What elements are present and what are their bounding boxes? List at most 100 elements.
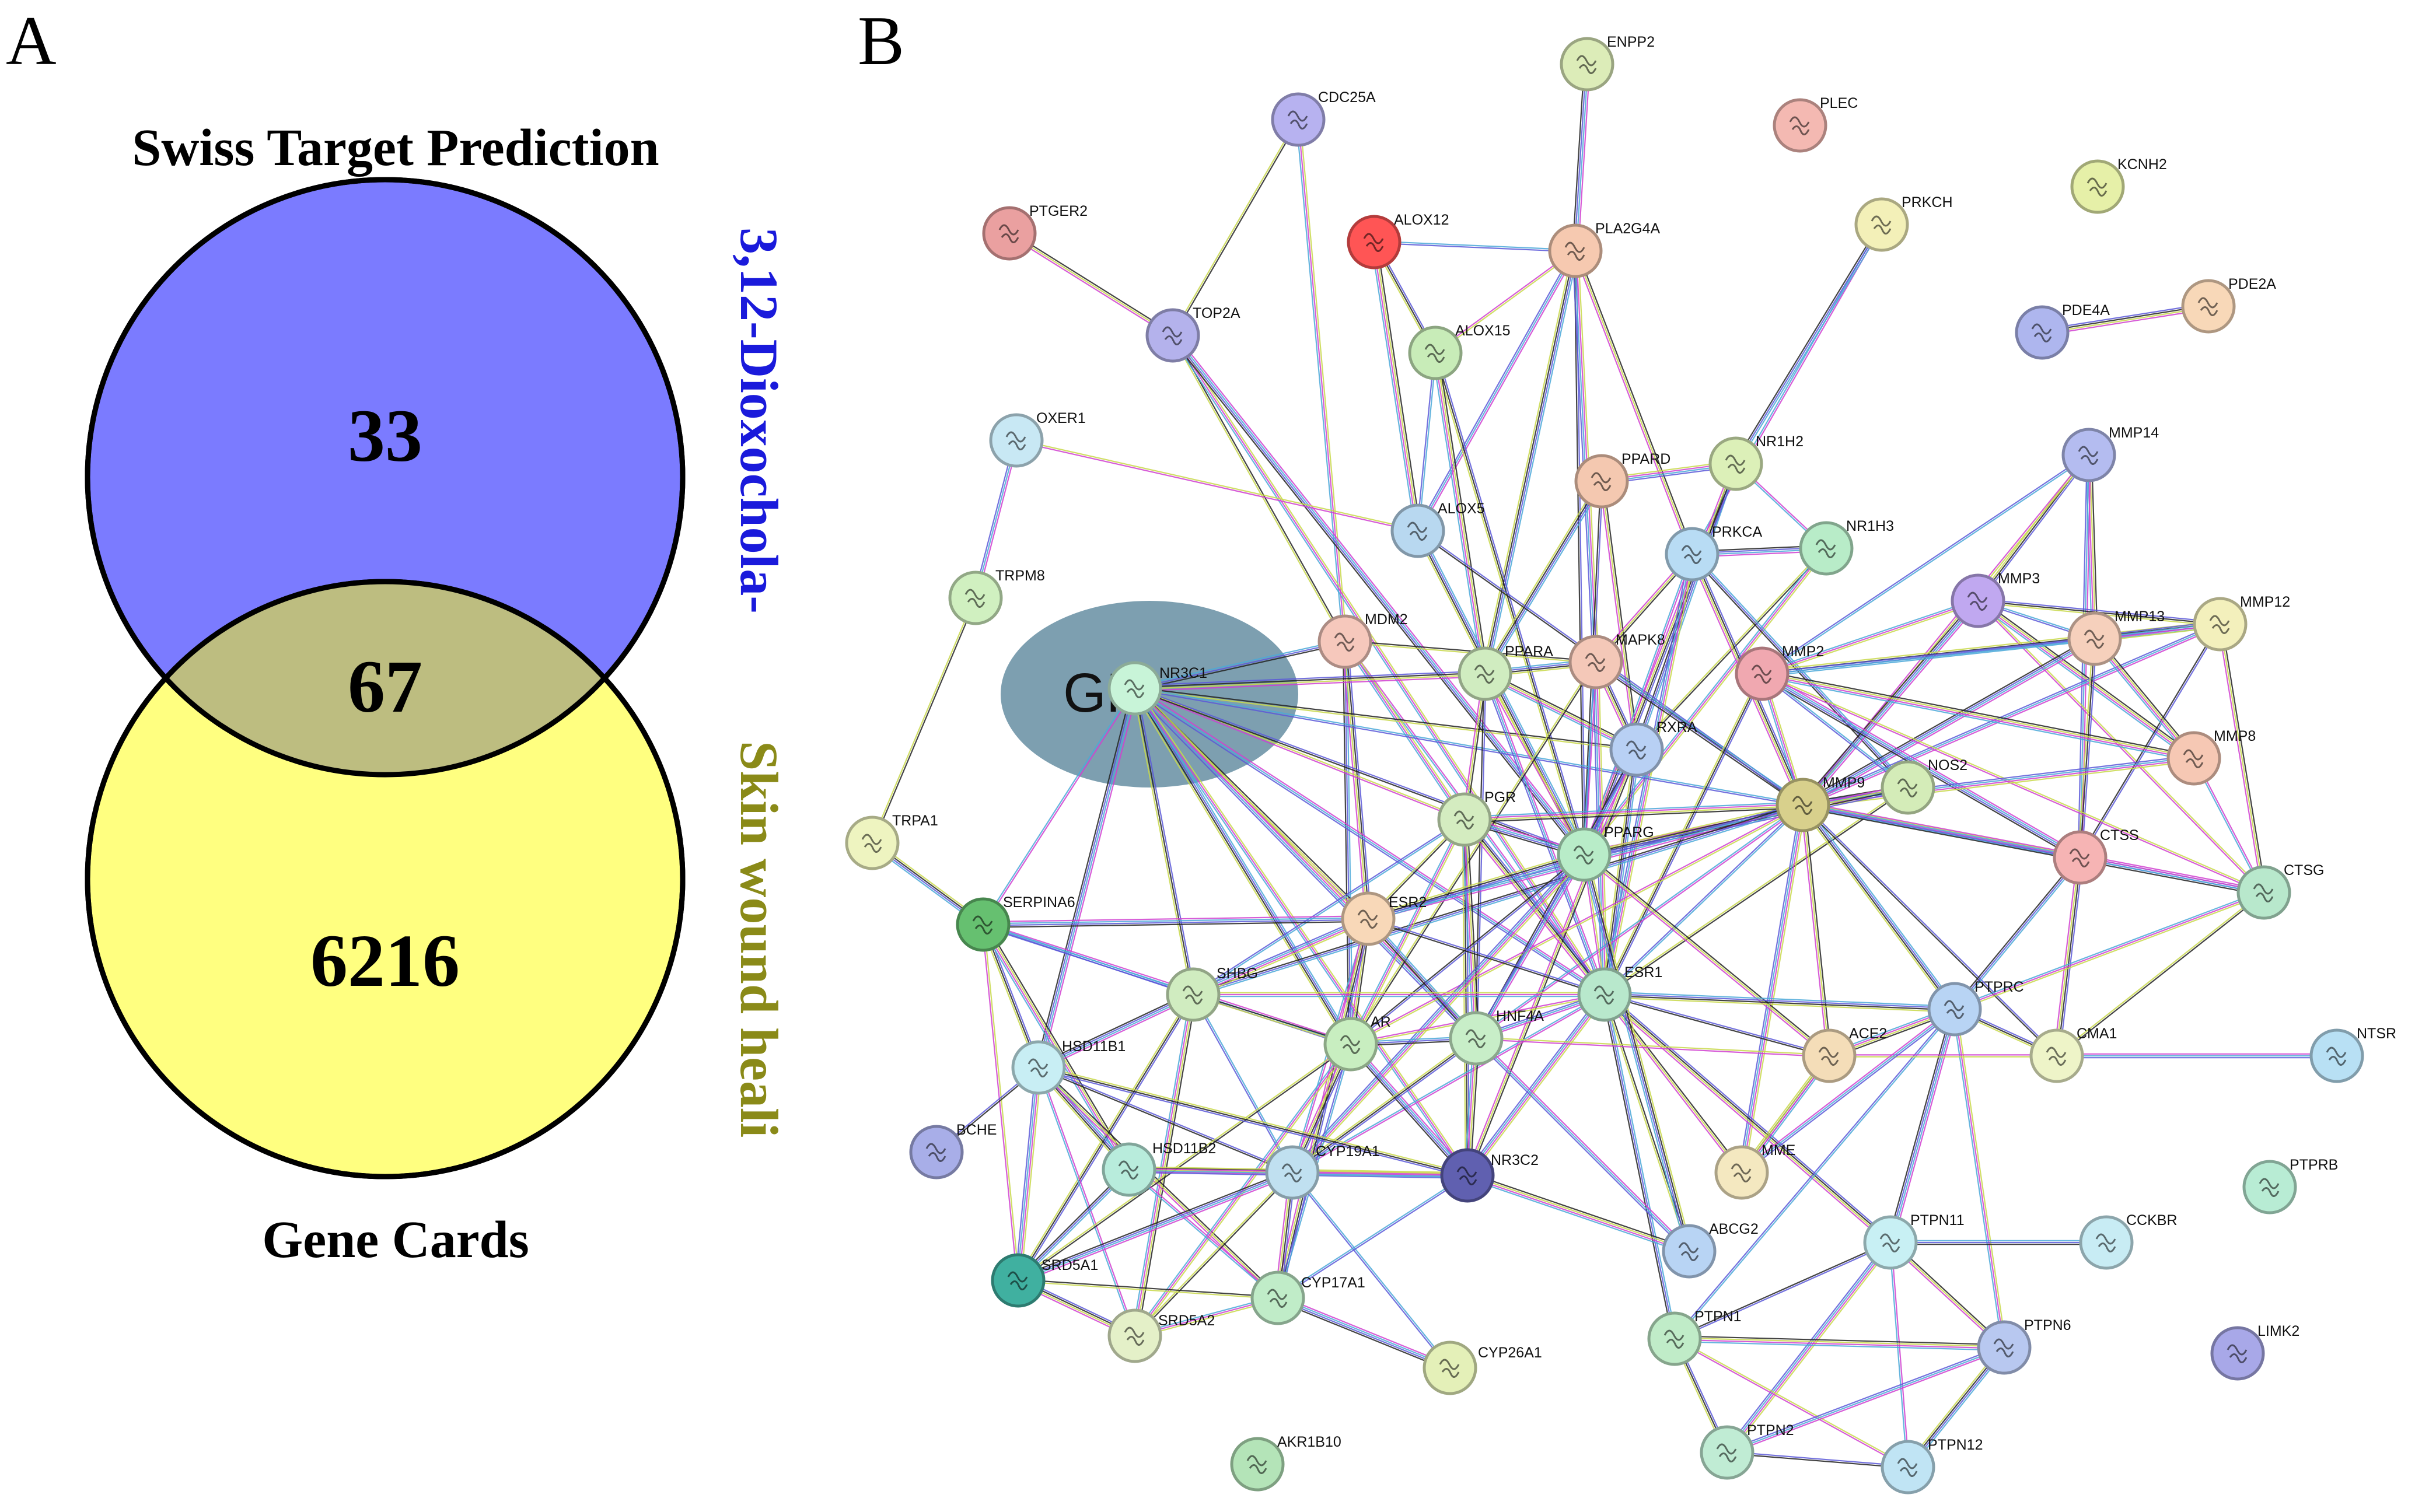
node-pde2a[interactable]: PDE2A xyxy=(2181,276,2276,334)
node-ptger2[interactable]: PTGER2 xyxy=(982,203,1088,261)
node-mmp2[interactable]: MMP2 xyxy=(1735,643,1824,701)
node-pgr[interactable]: PGR xyxy=(1437,789,1516,847)
node-circle[interactable] xyxy=(1323,1017,1378,1072)
node-akr1b10[interactable]: AKR1B10 xyxy=(1230,1434,1341,1492)
node-ptpn2[interactable]: PTPN2 xyxy=(1700,1422,1794,1480)
node-circle[interactable] xyxy=(1662,1224,1717,1279)
node-circle[interactable] xyxy=(1773,98,1827,153)
node-esr2[interactable]: ESR2 xyxy=(1341,891,1427,946)
node-enpp2[interactable]: ENPP2 xyxy=(1560,34,1655,92)
node-ptprb[interactable]: PTPRB xyxy=(2242,1157,2338,1214)
node-srd5a2[interactable]: SRD5A2 xyxy=(1107,1308,1215,1363)
node-circle[interactable] xyxy=(1708,436,1763,491)
node-circle[interactable] xyxy=(2193,597,2248,652)
node-hsd11b2[interactable]: HSD11B2 xyxy=(1102,1140,1216,1197)
node-cdc25a[interactable]: CDC25A xyxy=(1271,89,1376,147)
node-nr3c2[interactable]: NR3C2 xyxy=(1440,1148,1539,1203)
node-circle[interactable] xyxy=(1647,1311,1702,1366)
node-circle[interactable] xyxy=(1011,1040,1066,1095)
node-circle[interactable] xyxy=(1145,308,1200,363)
node-ptpn11[interactable]: PTPN11 xyxy=(1863,1212,1965,1270)
node-mmp13[interactable]: MMP13 xyxy=(2067,608,2165,666)
node-mmp8[interactable]: MMP8 xyxy=(2166,728,2256,786)
node-pde4a[interactable]: PDE4A xyxy=(2015,302,2110,360)
node-circle[interactable] xyxy=(1776,778,1830,832)
node-mmp12[interactable]: MMP12 xyxy=(2193,594,2290,652)
node-circle[interactable] xyxy=(1458,646,1512,701)
node-ptpn1[interactable]: PTPN1 xyxy=(1647,1308,1742,1366)
node-serpina6[interactable]: SERPINA6 xyxy=(956,894,1075,952)
node-hnf4a[interactable]: HNF4A xyxy=(1449,1008,1544,1066)
node-nos2[interactable]: NOS2 xyxy=(1881,757,1967,815)
node-circle[interactable] xyxy=(1574,454,1629,509)
node-circle[interactable] xyxy=(1107,1308,1162,1363)
node-oxer1[interactable]: OXER1 xyxy=(989,410,1086,468)
node-circle[interactable] xyxy=(1881,760,1935,815)
node-circle[interactable] xyxy=(2210,1326,2265,1381)
node-plec[interactable]: PLEC xyxy=(1773,95,1858,153)
node-abcg2[interactable]: ABCG2 xyxy=(1662,1221,1759,1279)
node-circle[interactable] xyxy=(1250,1270,1305,1325)
node-nr1h2[interactable]: NR1H2 xyxy=(1708,433,1804,491)
node-mdm2[interactable]: MDM2 xyxy=(1317,611,1408,669)
node-circle[interactable] xyxy=(2236,865,2291,920)
node-trpm8[interactable]: TRPM8 xyxy=(948,568,1045,625)
node-circle[interactable] xyxy=(1714,1145,1769,1200)
node-circle[interactable] xyxy=(909,1125,964,1180)
node-rxra[interactable]: RXRA xyxy=(1609,719,1697,777)
node-esr1[interactable]: ESR1 xyxy=(1577,964,1662,1022)
node-cyp19a1[interactable]: CYP19A1 xyxy=(1265,1143,1380,1200)
node-circle[interactable] xyxy=(1423,1340,1477,1395)
node-circle[interactable] xyxy=(948,570,1003,625)
node-circle[interactable] xyxy=(2242,1160,2297,1214)
node-ptpn6[interactable]: PTPN6 xyxy=(1977,1317,2071,1375)
node-circle[interactable] xyxy=(1548,223,1603,278)
node-circle[interactable] xyxy=(1347,215,1402,270)
node-pla2g4a[interactable]: PLA2G4A xyxy=(1548,220,1661,278)
node-alox5[interactable]: ALOX5 xyxy=(1390,501,1485,558)
node-circle[interactable] xyxy=(1317,614,1372,669)
node-cyp17a1[interactable]: CYP17A1 xyxy=(1250,1270,1365,1325)
node-circle[interactable] xyxy=(1700,1425,1755,1480)
node-ntsr[interactable]: NTSR xyxy=(2309,1026,2396,1083)
node-circle[interactable] xyxy=(1107,661,1162,716)
node-circle[interactable] xyxy=(1440,1148,1495,1203)
node-bche[interactable]: BCHE xyxy=(909,1122,997,1180)
node-mmp14[interactable]: MMP14 xyxy=(2061,425,2159,482)
node-limk2[interactable]: LIMK2 xyxy=(2210,1323,2299,1381)
node-circle[interactable] xyxy=(2181,279,2236,334)
node-alox15[interactable]: ALOX15 xyxy=(1408,323,1511,380)
node-circle[interactable] xyxy=(1166,967,1221,1022)
node-kcnh2[interactable]: KCNH2 xyxy=(2070,156,2167,214)
node-prkca[interactable]: PRKCA xyxy=(1665,524,1762,582)
node-circle[interactable] xyxy=(1568,635,1623,690)
node-mapk8[interactable]: MAPK8 xyxy=(1568,632,1665,690)
node-prkch[interactable]: PRKCH xyxy=(1854,194,1953,252)
node-circle[interactable] xyxy=(1577,967,1632,1022)
node-circle[interactable] xyxy=(1230,1437,1285,1492)
node-circle[interactable] xyxy=(1271,92,1326,147)
node-circle[interactable] xyxy=(1557,827,1612,882)
node-circle[interactable] xyxy=(989,413,1044,468)
node-circle[interactable] xyxy=(1408,326,1463,380)
node-circle[interactable] xyxy=(1102,1142,1156,1197)
node-ctsg[interactable]: CTSG xyxy=(2236,862,2324,920)
node-circle[interactable] xyxy=(1802,1028,1857,1083)
node-circle[interactable] xyxy=(1437,792,1492,847)
node-circle[interactable] xyxy=(1609,722,1664,777)
node-circle[interactable] xyxy=(1854,197,1909,252)
node-circle[interactable] xyxy=(2067,611,2122,666)
node-circle[interactable] xyxy=(1881,1440,1935,1494)
node-circle[interactable] xyxy=(982,206,1037,261)
node-circle[interactable] xyxy=(1927,982,1982,1037)
node-ctss[interactable]: CTSS xyxy=(2053,827,2139,885)
node-alox12[interactable]: ALOX12 xyxy=(1347,212,1449,270)
node-circle[interactable] xyxy=(956,897,1011,952)
node-pparg[interactable]: PPARG xyxy=(1557,824,1654,882)
node-circle[interactable] xyxy=(1341,891,1396,946)
node-srd5a1[interactable]: SRD5A1 xyxy=(991,1253,1098,1308)
node-ppard[interactable]: PPARD xyxy=(1574,451,1670,509)
node-circle[interactable] xyxy=(1665,527,1719,582)
node-circle[interactable] xyxy=(1560,37,1614,92)
node-ppara[interactable]: PPARA xyxy=(1458,643,1553,701)
